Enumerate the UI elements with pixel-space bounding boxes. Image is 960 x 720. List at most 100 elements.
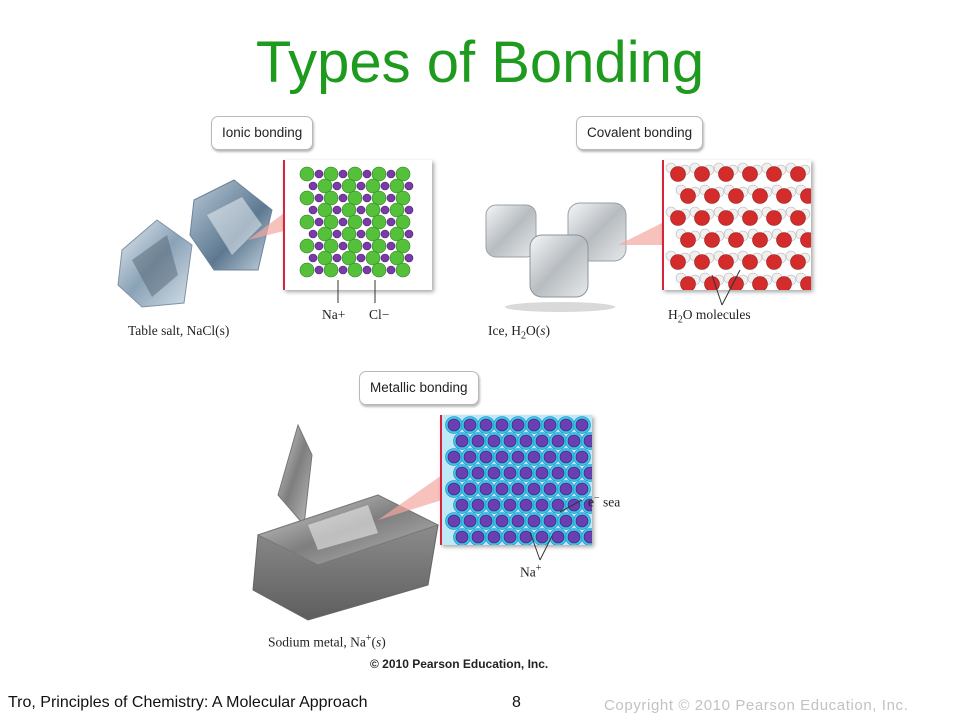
sodium-cation <box>543 418 557 432</box>
sodium-cation <box>527 482 541 496</box>
sodium-cation <box>511 450 525 464</box>
sodium-ion <box>308 205 318 215</box>
sodium-cation <box>503 498 517 512</box>
sodium-cation <box>471 498 485 512</box>
chloride-ion <box>323 238 339 254</box>
sodium-cation <box>471 530 485 544</box>
ice-cubes-photo <box>485 202 627 312</box>
oxygen-atom <box>694 210 710 226</box>
sodium-ion <box>404 253 414 263</box>
sodium-cation <box>559 482 573 496</box>
oxygen-atom <box>800 232 811 248</box>
oxygen-atom <box>718 254 734 270</box>
oxygen-atom <box>694 254 710 270</box>
sodium-cation <box>583 466 592 480</box>
chloride-ion <box>371 262 387 278</box>
chloride-ion <box>395 190 411 206</box>
callout-wedge <box>248 210 288 240</box>
cl-ion-label: Cl− <box>369 307 390 322</box>
chloride-ion <box>371 238 387 254</box>
nacl-lattice-diagram <box>299 166 414 278</box>
sodium-ion <box>404 205 414 215</box>
nacl-lattice-panel <box>283 160 432 290</box>
sodium-cation <box>511 514 525 528</box>
sodium-ion <box>404 229 414 239</box>
oxygen-atom <box>718 166 734 182</box>
sodium-ion <box>362 217 372 227</box>
sodium-ion <box>332 181 342 191</box>
oxygen-atom <box>752 188 768 204</box>
chloride-ion <box>347 190 363 206</box>
sodium-cation <box>551 434 565 448</box>
chloride-ion <box>323 214 339 230</box>
chloride-ion <box>365 178 381 194</box>
sodium-cation <box>463 418 477 432</box>
sodium-cation <box>463 450 477 464</box>
oxygen-atom <box>790 166 806 182</box>
sodium-cation <box>535 498 549 512</box>
oxygen-atom <box>670 254 686 270</box>
sodium-cation <box>447 514 461 528</box>
sodium-ion <box>308 181 318 191</box>
sodium-cation <box>495 450 509 464</box>
sodium-ion <box>362 193 372 203</box>
sodium-ion <box>338 169 348 179</box>
chloride-ion <box>317 226 333 242</box>
sodium-cation <box>575 514 589 528</box>
sodium-ion <box>314 265 324 275</box>
sodium-cation <box>503 466 517 480</box>
metal-na-ion-label: Na+ <box>520 563 542 580</box>
sodium-cation <box>471 466 485 480</box>
sodium-cation <box>527 450 541 464</box>
sodium-cation <box>567 530 581 544</box>
chloride-ion <box>395 166 411 182</box>
sodium-ion <box>380 253 390 263</box>
sodium-cation <box>495 418 509 432</box>
sodium-cation <box>487 466 501 480</box>
chloride-ion <box>317 250 333 266</box>
callout-wedge <box>618 223 662 245</box>
chloride-ion <box>347 262 363 278</box>
sodium-cation <box>583 434 592 448</box>
sodium-cation <box>567 434 581 448</box>
chloride-ion <box>347 214 363 230</box>
chloride-ion <box>395 262 411 278</box>
sodium-ion <box>356 253 366 263</box>
sodium-cation <box>519 466 533 480</box>
sodium-ion <box>386 217 396 227</box>
chloride-ion <box>389 178 405 194</box>
sodium-cation <box>463 482 477 496</box>
sodium-cation <box>479 482 493 496</box>
chloride-ion <box>347 238 363 254</box>
image-copyright: © 2010 Pearson Education, Inc. <box>370 657 549 671</box>
oxygen-atom <box>766 210 782 226</box>
sodium-cation <box>447 450 461 464</box>
oxygen-atom <box>704 188 720 204</box>
oxygen-atom <box>800 276 811 290</box>
chloride-ion <box>341 226 357 242</box>
h2o-molecules-label: H2O molecules <box>668 307 751 326</box>
sodium-cation <box>511 418 525 432</box>
chloride-ion <box>389 250 405 266</box>
sodium-cation <box>503 530 517 544</box>
ice-molecules-panel <box>662 160 811 290</box>
chloride-ion <box>395 238 411 254</box>
sodium-cation <box>463 514 477 528</box>
sodium-cation <box>559 450 573 464</box>
sodium-cation <box>567 466 581 480</box>
sodium-ion <box>356 205 366 215</box>
oxygen-atom <box>704 232 720 248</box>
oxygen-atom <box>742 166 758 182</box>
sodium-ion <box>332 253 342 263</box>
sodium-cation <box>575 450 589 464</box>
metal-lattice-panel <box>440 415 592 545</box>
sodium-ion <box>386 193 396 203</box>
sodium-cation <box>455 434 469 448</box>
oxygen-atom <box>670 210 686 226</box>
sodium-cation <box>455 498 469 512</box>
oxygen-atom <box>776 188 792 204</box>
sodium-ion <box>380 181 390 191</box>
chloride-ion <box>299 190 315 206</box>
sodium-ion <box>386 241 396 251</box>
oxygen-atom <box>670 166 686 182</box>
